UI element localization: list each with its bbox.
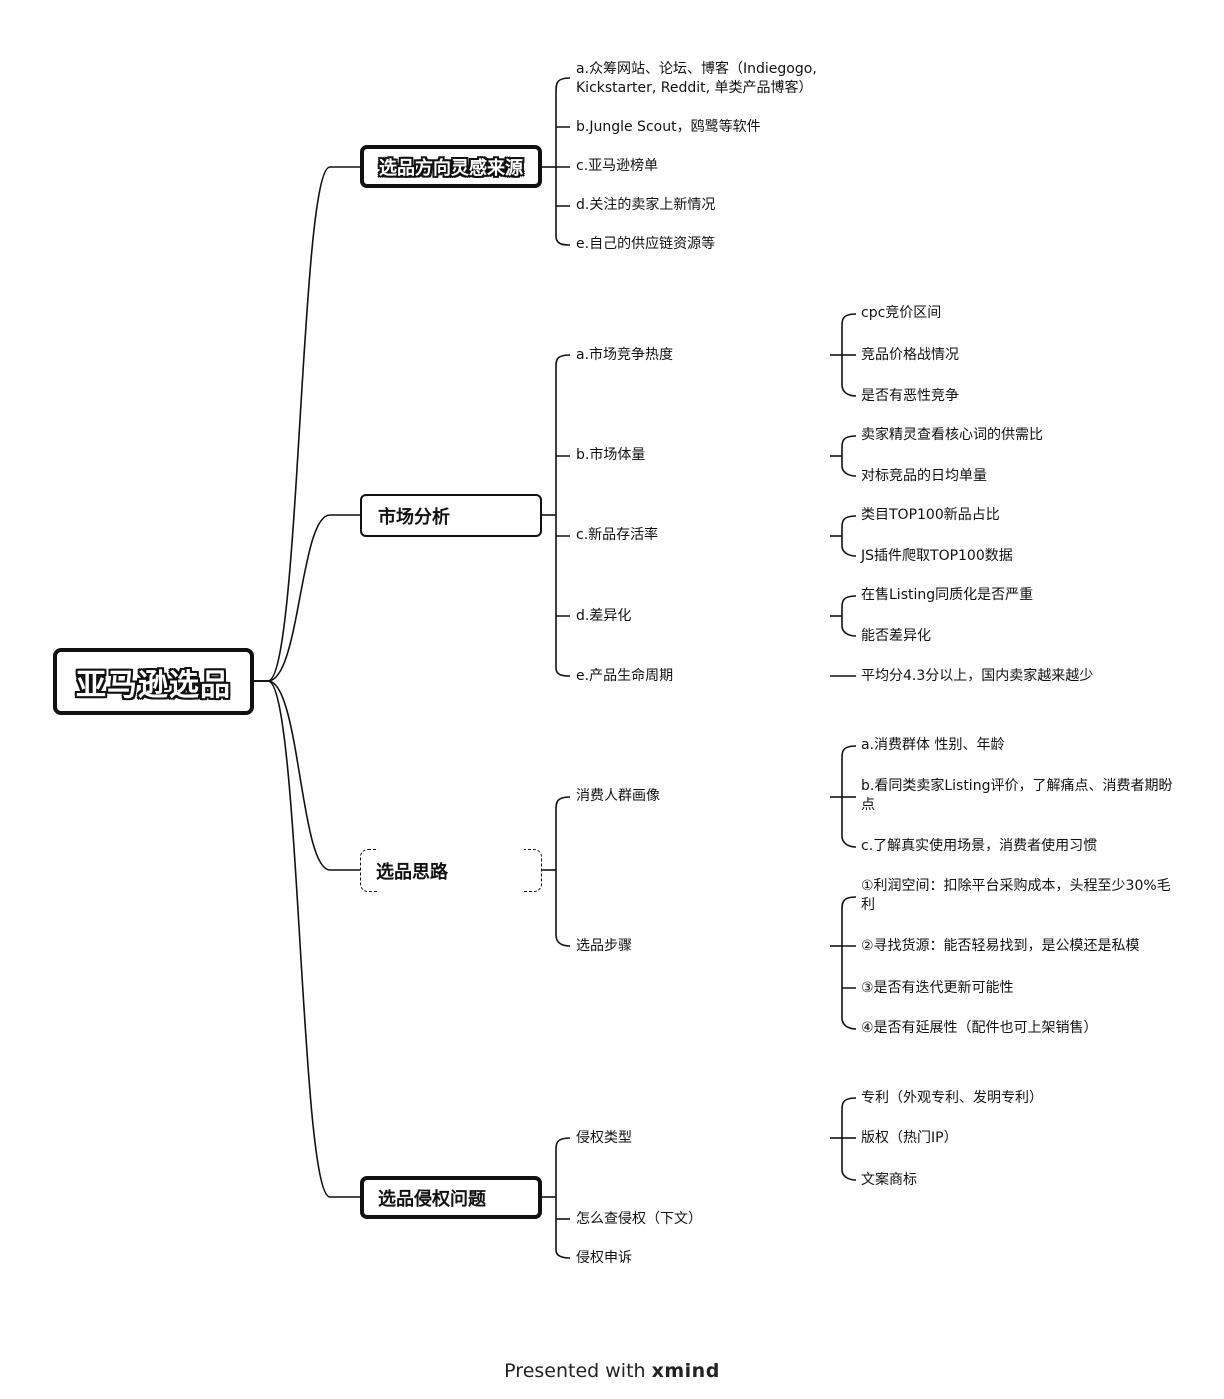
inspiration-item-d[interactable]: d.关注的卖家上新情况 [576, 197, 716, 213]
market-a-child[interactable]: cpc竞价区间 [861, 305, 942, 321]
branch-market[interactable]: 市场分析 [360, 494, 542, 537]
root-topic[interactable]: 亚马逊选品 [53, 648, 254, 715]
persona-child[interactable]: b.看同类卖家Listing评价，了解痛点、消费者期盼点 [861, 778, 1173, 813]
branch-thinking[interactable]: 选品思路 [360, 849, 542, 892]
market-e-child[interactable]: 平均分4.3分以上，国内卖家越来越少 [861, 668, 1094, 684]
market-d-child[interactable]: 能否差异化 [861, 628, 931, 644]
market-c-child[interactable]: 类目TOP100新品占比 [861, 507, 1000, 523]
infringement-item-check[interactable]: 怎么查侵权（下文） [576, 1211, 702, 1227]
inspiration-item-b[interactable]: b.Jungle Scout，鸥鹭等软件 [576, 119, 761, 135]
infringement-item-appeal[interactable]: 侵权申诉 [576, 1250, 632, 1266]
market-c-child[interactable]: JS插件爬取TOP100数据 [861, 548, 1013, 564]
steps-child[interactable]: ③是否有迭代更新可能性 [861, 980, 1014, 996]
branch-inspiration-label: 选品方向灵感来源 [379, 157, 523, 179]
inspiration-item-c[interactable]: c.亚马逊榜单 [576, 158, 659, 174]
infringement-item-types[interactable]: 侵权类型 [576, 1130, 632, 1146]
persona-child[interactable]: a.消费群体 性别、年龄 [861, 737, 1005, 753]
market-item-e[interactable]: e.产品生命周期 [576, 668, 674, 684]
types-child[interactable]: 专利（外观专利、发明专利） [861, 1090, 1043, 1106]
footer-credit: Presented with xmind [0, 1360, 1224, 1382]
market-a-child[interactable]: 竞品价格战情况 [861, 347, 959, 363]
steps-child[interactable]: ①利润空间：扣除平台采购成本，头程至少30%毛利 [861, 878, 1171, 913]
root-topic-label: 亚马逊选品 [76, 667, 231, 703]
inspiration-item-e[interactable]: e.自己的供应链资源等 [576, 236, 716, 252]
market-item-b[interactable]: b.市场体量 [576, 447, 646, 463]
xmind-logo: xmind [651, 1360, 720, 1382]
market-item-c[interactable]: c.新品存活率 [576, 527, 659, 543]
branch-infringement-label: 选品侵权问题 [378, 1188, 486, 1210]
market-b-child[interactable]: 卖家精灵查看核心词的供需比 [861, 427, 1043, 443]
branch-market-label: 市场分析 [378, 506, 450, 528]
market-d-child[interactable]: 在售Listing同质化是否严重 [861, 587, 1034, 603]
steps-child[interactable]: ④是否有延展性（配件也可上架销售） [861, 1020, 1098, 1036]
thinking-item-persona[interactable]: 消费人群画像 [576, 788, 660, 804]
persona-child[interactable]: c.了解真实使用场景，消费者使用习惯 [861, 838, 1098, 854]
footer-prefix: Presented with [504, 1360, 652, 1382]
thinking-item-steps[interactable]: 选品步骤 [576, 938, 632, 954]
steps-child[interactable]: ②寻找货源：能否轻易找到，是公模还是私模 [861, 938, 1140, 954]
market-a-child[interactable]: 是否有恶性竞争 [861, 388, 959, 404]
types-child[interactable]: 版权（热门IP） [861, 1130, 958, 1146]
branch-inspiration[interactable]: 选品方向灵感来源 [360, 145, 542, 188]
market-item-d[interactable]: d.差异化 [576, 608, 632, 624]
market-item-a[interactable]: a.市场竞争热度 [576, 347, 674, 363]
branch-infringement[interactable]: 选品侵权问题 [360, 1176, 542, 1219]
branch-thinking-label: 选品思路 [376, 861, 448, 883]
inspiration-item-a[interactable]: a.众筹网站、论坛、博客（Indiegogo, Kickstarter, Red… [576, 61, 817, 96]
types-child[interactable]: 文案商标 [861, 1172, 917, 1188]
market-b-child[interactable]: 对标竞品的日均单量 [861, 468, 987, 484]
